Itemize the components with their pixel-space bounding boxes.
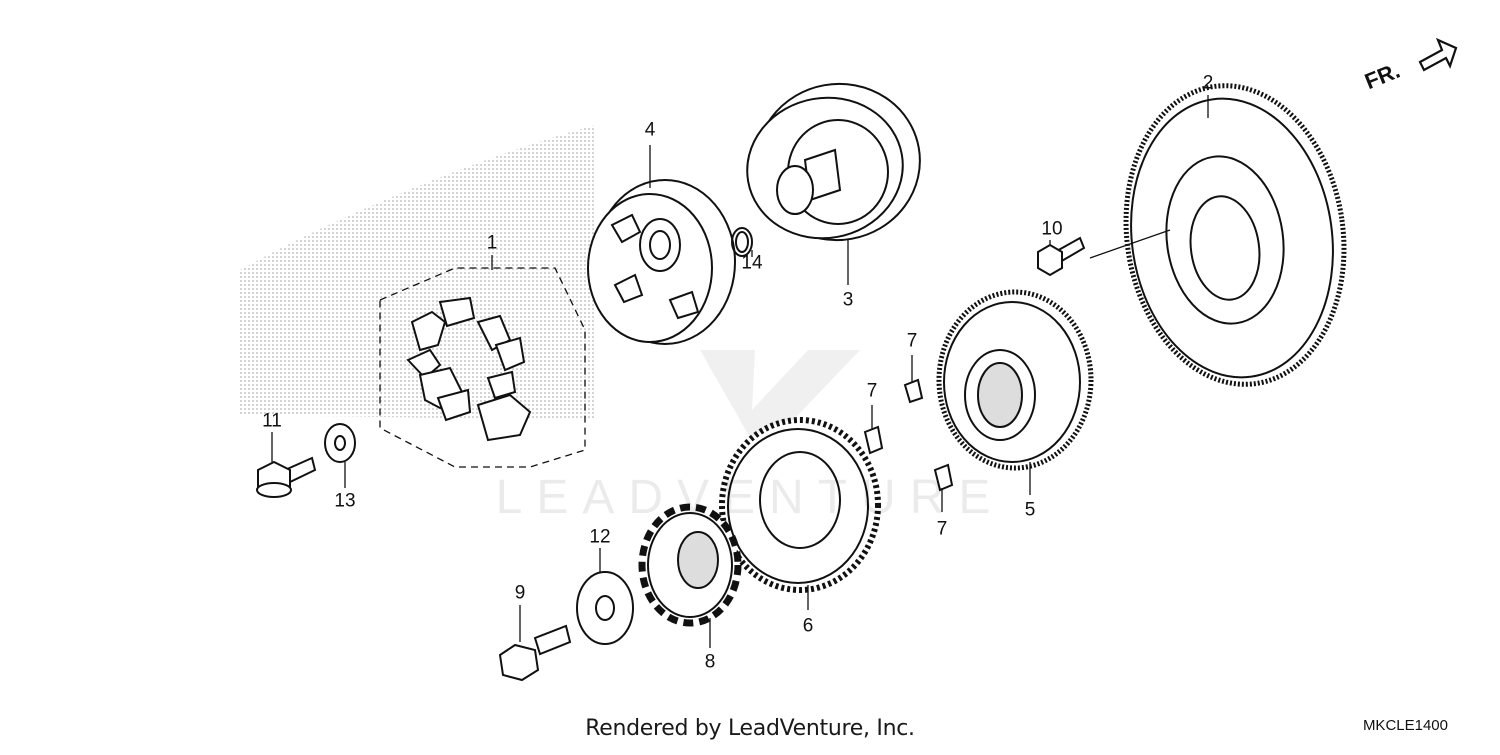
damper-rubber-set[interactable] — [379, 267, 586, 468]
washer-13[interactable] — [324, 423, 356, 463]
callout-part-4[interactable]: 4 — [644, 119, 656, 141]
watermark-text: LEADVENTURE — [495, 471, 1005, 524]
pin-7a[interactable] — [903, 378, 924, 404]
final-driven-gear-2[interactable] — [1089, 71, 1363, 398]
front-direction-arrow — [1418, 37, 1458, 72]
callout-part-12[interactable]: 12 — [589, 526, 611, 548]
callout-part-2[interactable]: 2 — [1202, 72, 1214, 94]
flange-bolt-9[interactable] — [498, 624, 572, 682]
drive-gear-5[interactable] — [936, 289, 1094, 471]
footer-credit: Rendered by LeadVenture, Inc. — [585, 716, 915, 741]
callout-part-9[interactable]: 9 — [514, 582, 526, 604]
flange-bolt-10[interactable] — [1037, 236, 1086, 277]
circlip-14[interactable] — [731, 227, 753, 257]
callout-part-14[interactable]: 14 — [741, 252, 763, 274]
callout-part-1[interactable]: 1 — [486, 232, 498, 254]
callout-part-7b[interactable]: 7 — [866, 380, 878, 402]
clutch-housing-4[interactable] — [587, 179, 736, 345]
callout-part-13[interactable]: 13 — [334, 490, 356, 512]
pin-7b[interactable] — [863, 425, 884, 455]
callout-part-3[interactable]: 3 — [842, 289, 854, 311]
flange-bolt-11[interactable] — [256, 456, 317, 498]
drawing-code: MKCLE1400 — [1362, 717, 1448, 734]
pin-7c[interactable] — [933, 463, 954, 492]
callout-part-7c[interactable]: 7 — [936, 518, 948, 540]
washer-12[interactable] — [576, 571, 634, 645]
callout-part-6[interactable]: 6 — [802, 615, 814, 637]
dotted-background-logo — [240, 125, 595, 420]
callout-part-10[interactable]: 10 — [1041, 218, 1063, 240]
clutch-drum-3[interactable] — [736, 71, 932, 253]
one-way-hub-8[interactable] — [638, 503, 742, 627]
leader-lines — [271, 95, 1209, 648]
callout-part-7a[interactable]: 7 — [906, 330, 918, 352]
watermark-logo — [700, 350, 860, 455]
callout-part-11[interactable]: 11 — [262, 410, 282, 432]
callout-part-8[interactable]: 8 — [704, 651, 716, 673]
sprocket-plate-6[interactable] — [719, 417, 881, 593]
callout-part-5[interactable]: 5 — [1024, 499, 1036, 521]
